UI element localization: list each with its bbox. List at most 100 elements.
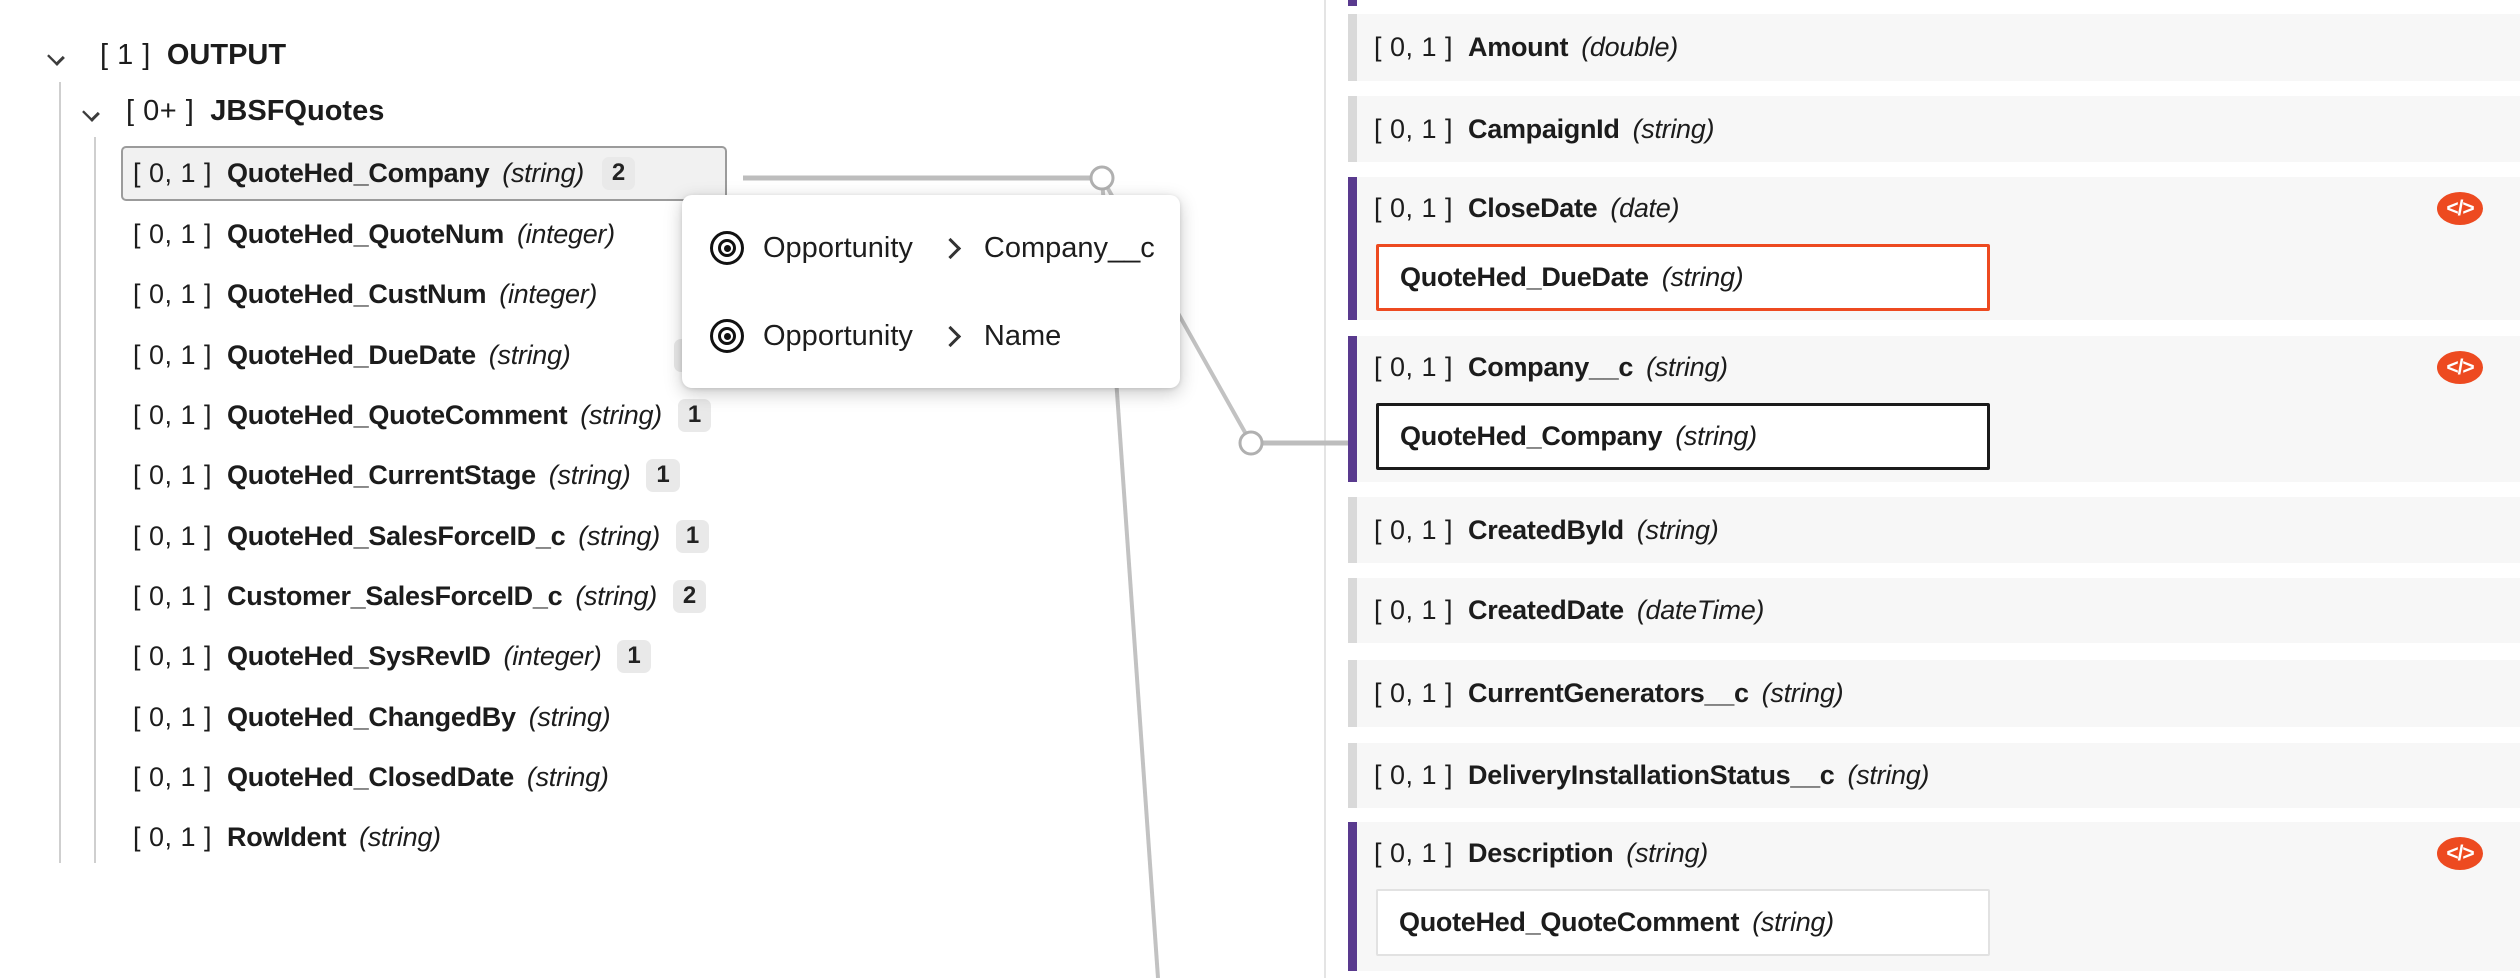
chevron-right-icon xyxy=(939,237,962,259)
field-name: CloseDate xyxy=(1468,192,1598,223)
cutoff-row-accent xyxy=(1348,0,1357,6)
popup-item-name[interactable]: Opportunity Name xyxy=(710,301,1170,371)
target-field-row[interactable]: [ 0, 1 ]CampaignId(string) xyxy=(1348,96,2520,162)
chevron-down-icon[interactable] xyxy=(48,48,63,63)
target-field-row[interactable]: [ 0, 1 ]CreatedDate(dateTime) xyxy=(1348,578,2520,643)
target-field-row[interactable]: [ 0, 1 ] CloseDate (date) QuoteHed_DueDate(… xyxy=(1348,177,2520,320)
connector-anchor-source[interactable] xyxy=(1089,165,1115,191)
popup-object-name: Opportunity xyxy=(763,319,913,352)
field-name: QuoteHed_CustNum xyxy=(227,278,487,309)
field-name: QuoteHed_QuoteComment xyxy=(227,399,568,430)
field-name: Amount xyxy=(1468,32,1569,62)
chevron-down-icon[interactable] xyxy=(83,104,98,119)
cardinality-label: [ 0, 1 ] xyxy=(133,761,213,792)
field-name: QuoteHed_CurrentStage xyxy=(227,459,536,490)
mapped-source-name: QuoteHed_QuoteComment xyxy=(1399,907,1740,937)
field-type: (string) xyxy=(1626,837,1708,868)
target-field-header: [ 0, 1 ]CampaignId(string) xyxy=(1374,96,1714,162)
field-name: QuoteHed_SysRevID xyxy=(227,640,491,671)
source-field-row[interactable]: [ 0, 1 ]QuoteHed_CurrentStage(string)1 xyxy=(133,451,680,499)
script-icon[interactable]: </> xyxy=(2437,192,2483,225)
field-type: (string) xyxy=(580,399,662,430)
tree-node-jbsfquotes[interactable]: [ 0+ ] JBSFQuotes xyxy=(83,87,384,135)
field-type: (string) xyxy=(1847,760,1930,790)
cardinality-label: [ 0, 1 ] xyxy=(1374,192,1454,223)
target-field-row[interactable]: [ 0, 1 ] Amount (double) xyxy=(1348,14,2520,81)
source-field-row[interactable]: [ 0, 1 ]QuoteHed_SysRevID(integer)1 xyxy=(133,632,651,680)
panel-divider xyxy=(1324,0,1326,978)
mapping-target-popup: Opportunity Company__c Opportunity Name xyxy=(682,195,1180,388)
field-name: DeliveryInstallationStatus__c xyxy=(1468,760,1835,790)
source-field-row[interactable]: [ 0, 1 ]Customer_SalesForceID_c(string)2 xyxy=(133,572,707,620)
cardinality-label: [ 0, 1 ] xyxy=(1374,678,1454,708)
field-type: (integer) xyxy=(516,218,615,249)
mapped-source-type: (string) xyxy=(1661,262,1744,292)
target-field-header: [ 0, 1 ] Amount (double) xyxy=(1374,14,1678,81)
source-field-row[interactable]: [ 0, 1 ]QuoteHed_ClosedDate(string) xyxy=(133,753,609,801)
cardinality-label: [ 0, 1 ] xyxy=(133,158,213,188)
field-name: CreatedById xyxy=(1468,514,1624,545)
connector-anchor-target[interactable] xyxy=(1238,430,1264,456)
target-field-row[interactable]: [ 0, 1 ] Company__c (string)QuoteHed_Compa… xyxy=(1348,336,2520,482)
mapping-expression-box[interactable]: QuoteHed_Company(string) xyxy=(1376,403,1990,470)
mapping-count-badge: 2 xyxy=(601,157,636,190)
source-field-row[interactable]: [ 0, 1 ]QuoteHed_CustNum(integer) xyxy=(133,270,597,318)
target-icon xyxy=(710,319,744,353)
source-field-row[interactable]: [ 0, 1 ]QuoteHed_QuoteComment(string)1 xyxy=(133,391,712,439)
field-type: (dateTime) xyxy=(1636,595,1765,625)
field-type: (string) xyxy=(526,761,609,792)
source-field-row[interactable]: [ 0, 1 ]QuoteHed_DueDate(string)1 xyxy=(133,331,708,379)
cardinality-label: [ 0, 1 ] xyxy=(133,218,213,249)
target-field-header: [ 0, 1 ]CreatedDate(dateTime) xyxy=(1374,578,1764,643)
field-type: (string) xyxy=(1632,113,1715,144)
cardinality-label: [ 0, 1 ] xyxy=(133,640,213,671)
cardinality-label: [ 0, 1 ] xyxy=(133,520,213,551)
cardinality-label: [ 0, 1 ] xyxy=(1374,351,1454,382)
field-name: Company__c xyxy=(1468,351,1634,382)
field-type: (date) xyxy=(1610,192,1680,223)
mapping-expression-box[interactable]: QuoteHed_DueDate(string) xyxy=(1376,244,1990,311)
field-type: (integer) xyxy=(499,278,598,309)
field-name: QuoteHed_QuoteNum xyxy=(227,218,504,249)
field-name: CampaignId xyxy=(1468,113,1620,144)
field-type: (string) xyxy=(1636,514,1719,545)
tree-indent-guide xyxy=(59,82,61,863)
cardinality-label: [ 0, 1 ] xyxy=(133,580,213,611)
source-field-row[interactable]: [ 0, 1 ]QuoteHed_SalesForceID_c(string)1 xyxy=(133,512,710,560)
target-field-row[interactable]: [ 0, 1 ]DeliveryInstallationStatus__c(st… xyxy=(1348,743,2520,808)
mapped-source-type: (string) xyxy=(1752,907,1834,937)
target-field-row[interactable]: [ 0, 1 ]Description(string)QuoteHed_Quot… xyxy=(1348,822,2520,971)
field-name: QuoteHed_ChangedBy xyxy=(227,701,516,732)
node-name: JBSFQuotes xyxy=(210,94,385,127)
script-icon[interactable]: </> xyxy=(2437,351,2483,384)
source-field-row[interactable]: [ 0, 1 ]RowIdent(string) xyxy=(133,813,441,861)
target-field-row[interactable]: [ 0, 1 ]CurrentGenerators__c(string) xyxy=(1348,660,2520,727)
mapping-count-badge: 1 xyxy=(677,398,712,432)
tree-indent-guide xyxy=(94,137,96,863)
popup-object-name: Opportunity xyxy=(763,231,913,264)
field-type: (integer) xyxy=(503,640,602,671)
popup-field-name: Company__c xyxy=(983,231,1155,264)
target-field-row[interactable]: [ 0, 1 ]CreatedById(string) xyxy=(1348,497,2520,563)
cardinality-label: [ 0, 1 ] xyxy=(133,459,213,490)
field-name: Customer_SalesForceID_c xyxy=(227,580,563,611)
cardinality-label: [ 0, 1 ] xyxy=(1374,837,1454,868)
field-type: (double) xyxy=(1581,32,1678,62)
cardinality-label: [ 0, 1 ] xyxy=(1374,32,1454,62)
target-field-header: [ 0, 1 ]CreatedById(string) xyxy=(1374,497,1719,563)
source-field-row[interactable]: [ 0, 1 ]QuoteHed_Company(string)2 xyxy=(121,146,727,201)
source-field-row[interactable]: [ 0, 1 ] QuoteHed_QuoteNum (integer) xyxy=(133,210,615,258)
popup-field-name: Name xyxy=(983,319,1062,352)
source-field-row[interactable]: [ 0, 1 ]QuoteHed_ChangedBy(string) xyxy=(133,693,611,741)
field-type: (string) xyxy=(548,459,631,490)
mapped-source-type: (string) xyxy=(1675,421,1757,451)
mapping-expression-box[interactable]: QuoteHed_QuoteComment (string) xyxy=(1376,889,1990,956)
script-icon[interactable]: </> xyxy=(2437,837,2483,870)
field-type: (string) xyxy=(488,339,571,370)
popup-item-company-c[interactable]: Opportunity Company__c xyxy=(710,213,1170,283)
field-name: RowIdent xyxy=(227,821,347,852)
tree-node-output[interactable]: [ 1 ] OUTPUT xyxy=(48,31,286,79)
cardinality-label: [ 0+ ] xyxy=(126,94,195,127)
field-name: Description xyxy=(1468,837,1614,868)
field-name: QuoteHed_DueDate xyxy=(227,339,476,370)
